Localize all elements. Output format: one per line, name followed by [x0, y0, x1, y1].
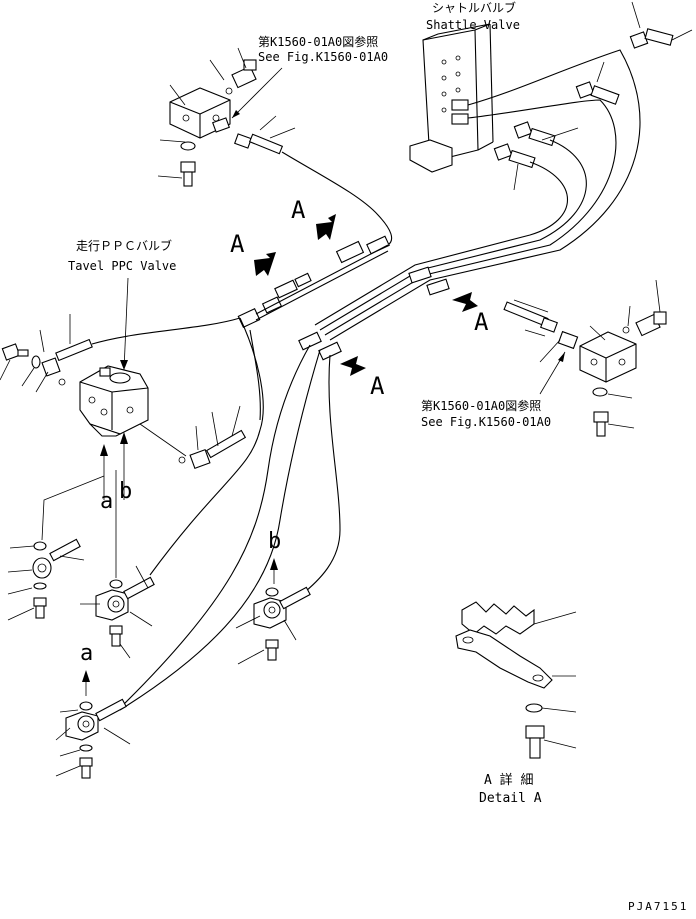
reference-label-top-jp: 第K1560-01A0図参照: [258, 34, 378, 49]
leader-line: [41, 475, 105, 541]
fitting-top-right-1: [629, 1, 693, 49]
clamp-set-upper: [237, 235, 390, 328]
reference-arrow: [123, 277, 129, 371]
leader-line: [21, 367, 35, 387]
leader-line: [607, 393, 633, 399]
fitting-mid-right-2: [493, 143, 536, 191]
clamp-set-lower: [298, 266, 450, 361]
travel-ppc-label-jp: 走行ＰＰＣバルブ: [76, 238, 172, 253]
leader-line: [627, 305, 631, 327]
hoses-shuttle-to-bundle: [314, 49, 641, 341]
manifold-block-right: [579, 325, 637, 383]
detail-a-label-jp: A 詳 細: [484, 772, 533, 788]
elbow-fitting-right: [635, 279, 667, 337]
banjo-fitting-left: [35, 314, 93, 393]
reference-label-right-en: See Fig.K1560-01A0: [421, 415, 551, 429]
hoses-bundle-down: [119, 317, 341, 711]
detail-a-washer: [525, 703, 543, 713]
bolt-top-left: [180, 161, 196, 187]
hose-top-left: [281, 151, 393, 246]
o-ring-right: [622, 326, 630, 334]
reference-label-top-en: See Fig.K1560-01A0: [258, 50, 388, 64]
banjo-set-1: [7, 538, 85, 621]
washer: [180, 141, 196, 151]
view-arrow-a-1: [316, 214, 336, 240]
washer: [592, 387, 608, 397]
port-label-a-valve: a: [100, 489, 113, 514]
reference-arrow: [231, 67, 283, 119]
port-arrow-head: [100, 444, 108, 456]
hose-fitting-right: [503, 299, 558, 333]
leader-line: [169, 84, 186, 106]
shuttle-valve-label-en: Shattle Valve: [426, 18, 520, 32]
port-label-a-lower: a: [80, 641, 93, 666]
washer: [31, 355, 41, 369]
leader-line: [139, 423, 187, 457]
view-label-a-4: A: [370, 372, 385, 400]
detail-a-label-en: Detail A: [479, 791, 542, 806]
port-label-b-valve: b: [119, 479, 132, 504]
bolt-right: [593, 411, 635, 437]
elbow-fitting-top-left: [209, 47, 257, 95]
leader-line: [157, 175, 183, 179]
bolt-left-ppc: [0, 343, 29, 381]
view-arrow-a-2: [254, 252, 276, 276]
view-label-a-2: A: [230, 230, 245, 258]
elbow-fitting-ppc: [189, 405, 247, 470]
hose-ppc-left: [91, 317, 241, 345]
travel-ppc-valve: [79, 365, 149, 437]
o-ring: [178, 456, 186, 464]
leader-line: [541, 707, 577, 713]
port-label-b-lower: b: [268, 529, 281, 554]
o-ring: [58, 378, 66, 386]
view-arrow-a-4: [340, 356, 366, 376]
fitting-top-right-2: [575, 61, 620, 105]
detail-a-bracket: [455, 629, 576, 689]
travel-ppc-label-en: Tavel PPC Valve: [68, 259, 176, 273]
detail-a-clamp: [461, 601, 577, 635]
banjo-set-3: [235, 558, 311, 665]
view-arrow-a-3: [452, 292, 478, 312]
view-label-a-3: A: [474, 308, 489, 336]
reference-label-right-jp: 第K1560-01A0図参照: [421, 398, 541, 413]
adapter-fitting-top: [212, 115, 296, 155]
view-label-a-1: A: [291, 196, 306, 224]
fitting-mid-right-1: [513, 121, 579, 147]
port-arrow-head: [120, 432, 128, 444]
detail-a-bolt: [525, 725, 577, 759]
shuttle-valve-label-jp: シャトルバルブ: [432, 0, 516, 15]
banjo-set-2: [80, 565, 155, 659]
drawing-number: PJA7151: [628, 900, 688, 913]
adapter-right: [524, 329, 579, 363]
leader-line: [159, 139, 186, 143]
banjo-set-4: [55, 670, 131, 779]
shuttle-valve: [409, 23, 494, 173]
